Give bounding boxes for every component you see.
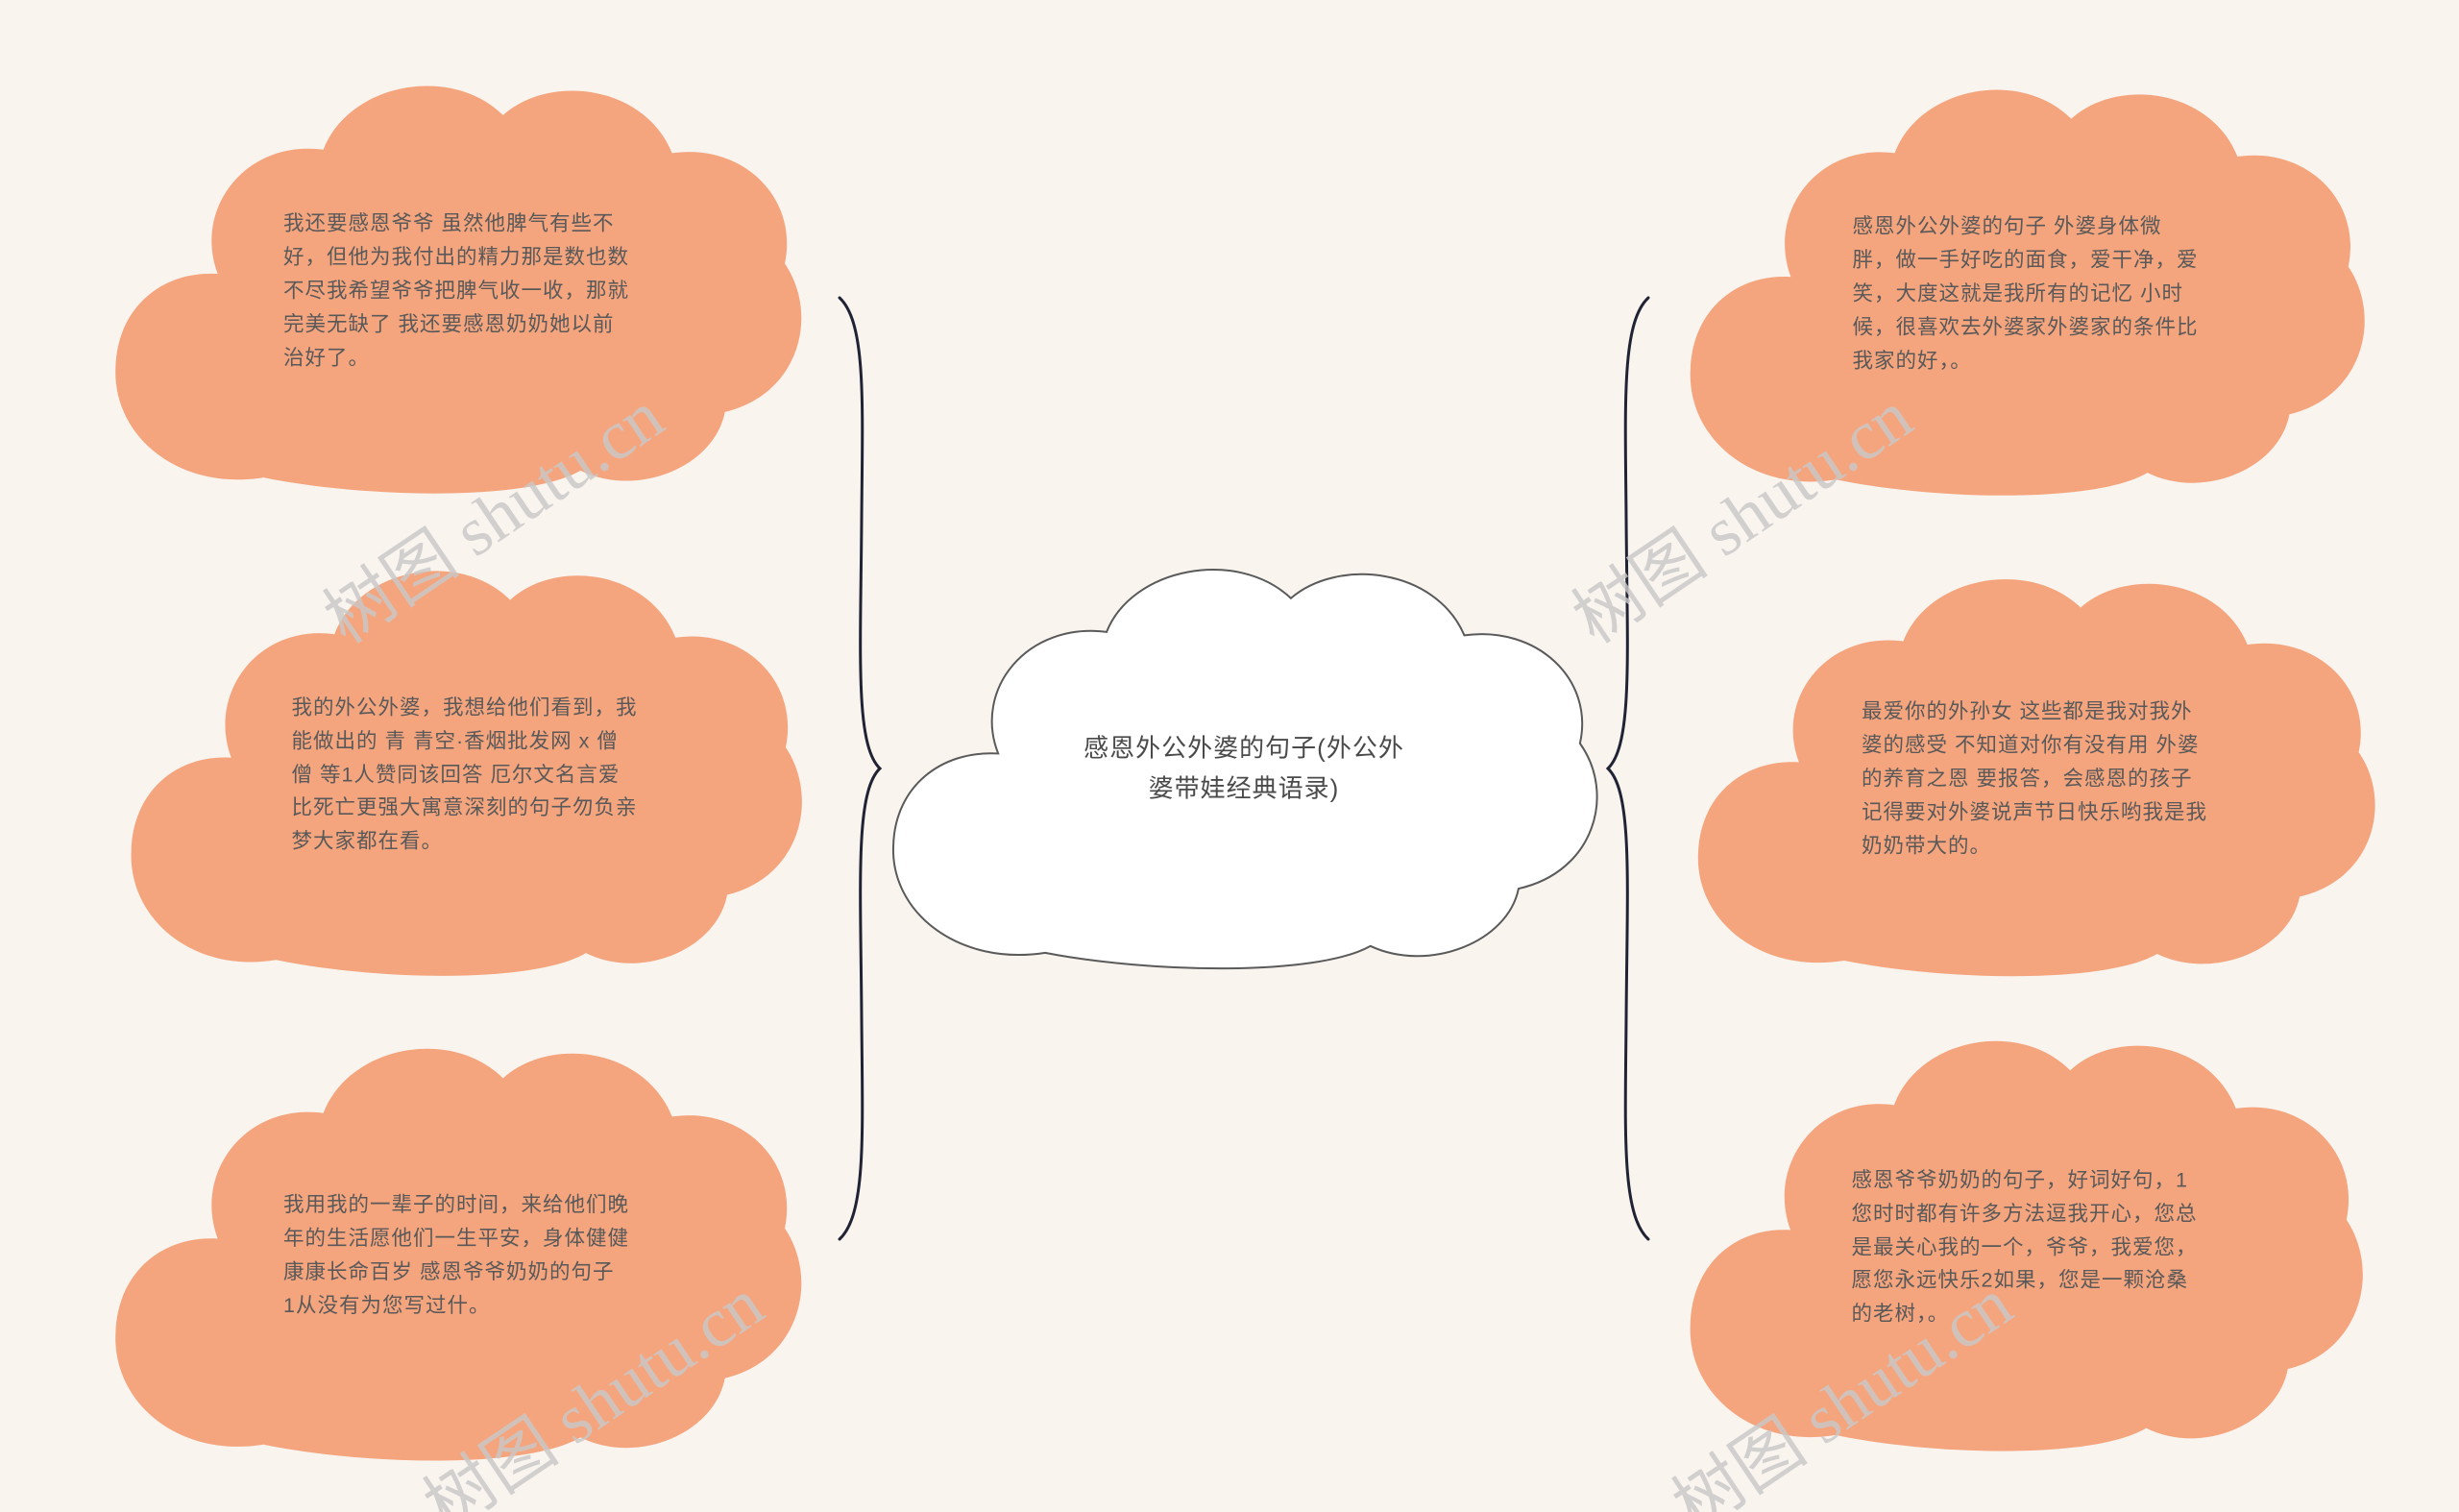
central-topic-node[interactable]: 感恩外公外婆的句子(外公外婆带娃经典语录) [864,548,1623,987]
topic-node-right-1[interactable]: 感恩外公外婆的句子 外婆身体微胖，做一手好吃的面食，爱干净，爱笑，大度这就是我所… [1663,67,2390,514]
cloud-shape-icon [1697,578,2375,977]
topic-text: 我用我的一辈子的时间，来给他们晚年的生活愿他们一生平安，身体健健康康长命百岁 感… [283,1193,630,1317]
cloud-shape-icon [1690,1040,2363,1451]
cloud-shape-icon [131,571,802,976]
cloud-shape-icon [864,548,1623,987]
topic-node-right-2[interactable]: 最爱你的外孙女 这些都是我对我外婆的感受 不知道对你有没有用 外婆的养育之恩 要… [1670,557,2400,994]
topic-node-left-1[interactable]: 我还要感恩爷爷 虽然他脾气有些不好，但他为我付出的精力那是数也数不尽我希望爷爷把… [87,63,827,512]
topic-node-left-3[interactable]: 我用我的一辈子的时间，来给他们晚年的生活愿他们一生平安，身体健健康康长命百岁 感… [87,1026,827,1479]
topic-text: 感恩爷爷奶奶的句子，好词好句，1您时时都有许多方法逗我开心，您总是最关心我的一个… [1851,1168,2198,1326]
topic-text: 我的外公外婆，我想给他们看到，我能做出的 青 青空·香烟批发网 x 僧僧 等1人… [291,695,638,853]
cloud-shape-icon [115,1048,802,1461]
topic-text: 我还要感恩爷爷 虽然他脾气有些不好，但他为我付出的精力那是数也数不尽我希望爷爷把… [283,211,630,370]
cloud-shape-icon [115,85,802,494]
topic-node-right-3[interactable]: 感恩爷爷奶奶的句子，好词好句，1您时时都有许多方法逗我开心，您总是最关心我的一个… [1663,1018,2388,1470]
topic-node-left-2[interactable]: 我的外公外婆，我想给他们看到，我能做出的 青 青空·香烟批发网 x 僧僧 等1人… [104,549,827,994]
central-topic-text: 感恩外公外婆的句子(外公外婆带娃经典语录) [1083,733,1404,803]
topic-text: 感恩外公外婆的句子 外婆身体微胖，做一手好吃的面食，爱干净，爱笑，大度这就是我所… [1852,214,2199,373]
topic-text: 最爱你的外孙女 这些都是我对我外婆的感受 不知道对你有没有用 外婆的养育之恩 要… [1862,699,2208,858]
cloud-shape-icon [1690,89,2365,496]
